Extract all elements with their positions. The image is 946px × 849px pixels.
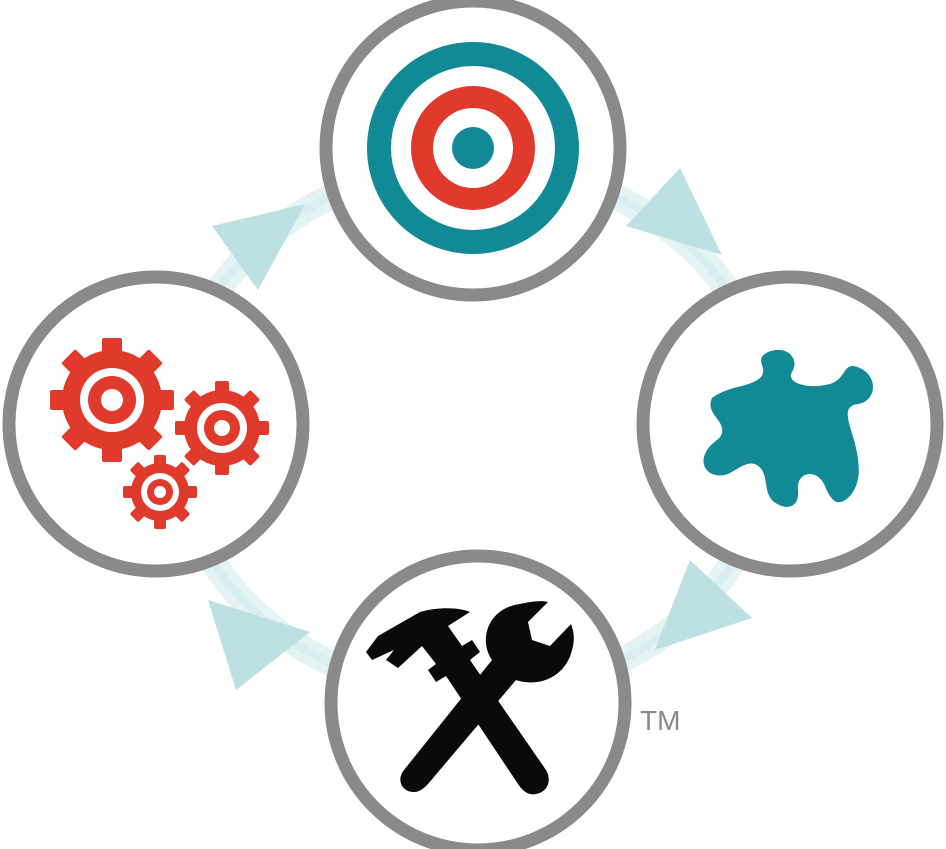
small-gear-icon [123, 455, 197, 529]
large-gear-icon [50, 338, 174, 462]
puzzle-piece-icon [703, 349, 873, 507]
hammer-wrench-icon [366, 601, 574, 795]
trademark-mark: TM [640, 705, 680, 736]
arrow-left-to-top [212, 204, 305, 290]
target-icon [367, 42, 579, 254]
cycle-arrows [208, 168, 752, 690]
hammer-icon [366, 608, 549, 795]
arrow-right-to-bottom [655, 560, 752, 650]
node-bottom [324, 549, 632, 849]
node-left [2, 270, 310, 578]
gears-icon [50, 338, 269, 529]
arrow-top-to-right [626, 168, 722, 255]
arrow-bottom-to-left [208, 600, 310, 690]
node-right [636, 270, 944, 578]
node-top [319, 0, 627, 302]
medium-gear-icon [175, 381, 269, 475]
